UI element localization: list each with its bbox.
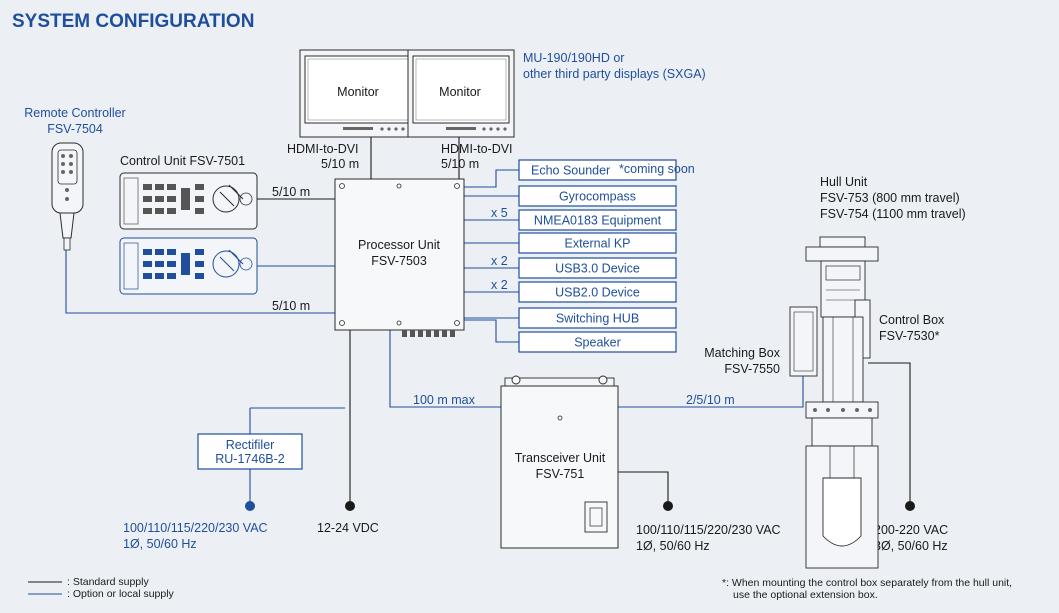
monitor-note-line2: other third party displays (SXGA): [523, 67, 706, 81]
processor-unit: Processor Unit FSV-7503: [334, 178, 465, 337]
peripheral-item: USB2.0 Device x 2: [491, 278, 677, 303]
trx-power-line1: 100/110/115/220/230 VAC: [636, 523, 781, 537]
control-unit-cable-label: 5/10 m: [272, 185, 310, 199]
peripheral-item: Speaker: [518, 331, 677, 353]
matching-box-label-line1: Matching Box: [704, 346, 780, 360]
peripheral-label: External KP: [564, 237, 630, 251]
legend-option-label: : Option or local supply: [67, 588, 175, 600]
remote-label-line2: FSV-7504: [47, 122, 103, 136]
peripheral-list: Echo Sounder *coming soonGyrocompassNMEA0…: [491, 159, 695, 353]
hdmi-right-line1: HDMI-to-DVI: [441, 142, 513, 156]
control-unit-label: Control Unit FSV-7501: [120, 154, 245, 168]
transceiver-unit: Transceiver Unit FSV-751: [500, 375, 619, 549]
monitor-note-line1: MU-190/190HD or: [523, 51, 624, 65]
peripheral-box: [518, 209, 677, 231]
processor-transceiver-cable: [389, 330, 501, 408]
peripheral-label: USB2.0 Device: [555, 286, 640, 300]
control-box-label-line2: FSV-7530*: [879, 329, 940, 343]
hull-power-line1: 200-220 VAC: [874, 523, 948, 537]
peripheral-label: Switching HUB: [556, 312, 639, 326]
hull-power-line2: 3Ø, 50/60 Hz: [874, 539, 948, 553]
rectifier-label-line1: Rectifiler: [226, 438, 275, 452]
hdmi-left-line1: HDMI-to-DVI: [287, 142, 359, 156]
hull-ac-line: [868, 362, 911, 506]
cable-100m-label: 100 m max: [413, 393, 476, 407]
hull-power-dot: [905, 501, 915, 511]
peripheral-box: [518, 159, 677, 181]
peripheral-box: [518, 232, 677, 254]
monitor-2-label: Monitor: [439, 85, 481, 99]
speaker-cable: [464, 319, 519, 343]
peripheral-multiplier: x 2: [491, 278, 508, 292]
rectifier-label-line2: RU-1746B-2: [215, 452, 285, 466]
diagram-title: SYSTEM CONFIGURATION: [12, 11, 254, 32]
hdmi-left-line2: 5/10 m: [321, 157, 359, 171]
transceiver-label-line1: Transceiver Unit: [515, 451, 606, 465]
control-unit-2: [119, 237, 258, 295]
matching-box-label-line2: FSV-7550: [724, 362, 780, 376]
remote-cable: [65, 250, 335, 314]
peripheral-multiplier: x 2: [491, 254, 508, 268]
peripheral-box: [518, 281, 677, 303]
dc-power-label: 12-24 VDC: [317, 521, 379, 535]
peripheral-item: Echo Sounder *coming soon: [518, 159, 695, 181]
remote-cable-label: 5/10 m: [272, 299, 310, 313]
peripheral-label: NMEA0183 Equipment: [534, 214, 662, 228]
remote-controller-icon: [51, 142, 84, 251]
monitor-1: Monitor: [299, 49, 417, 138]
transceiver-matching-cable: [618, 376, 804, 408]
rect-power-line1: 100/110/115/220/230 VAC: [123, 521, 268, 535]
peripheral-box: [518, 185, 677, 207]
hull-label-line1: Hull Unit: [820, 175, 868, 189]
transceiver-ac-line: [614, 471, 669, 506]
hull-unit: [789, 236, 879, 569]
trx-power-line2: 1Ø, 50/60 Hz: [636, 539, 710, 553]
control-unit-1: [119, 172, 258, 230]
monitor-2: Monitor: [407, 49, 515, 138]
transceiver-power-dot: [663, 501, 673, 511]
peripheral-item: Gyrocompass: [518, 185, 677, 207]
dc-power-dot: [345, 501, 355, 511]
peripheral-box: [518, 307, 677, 329]
rectifier-power-dot: [245, 501, 255, 511]
peripheral-label: Speaker: [574, 336, 621, 350]
hull-label-line2: FSV-753 (800 mm travel): [820, 191, 960, 205]
peripheral-item: USB3.0 Device x 2: [491, 254, 677, 279]
peripheral-item: External KP: [518, 232, 677, 254]
monitor-1-label: Monitor: [337, 85, 379, 99]
processor-label-line2: FSV-7503: [371, 254, 427, 268]
peripheral-box: [518, 257, 677, 279]
peripheral-suffix: *coming soon: [619, 162, 695, 176]
peripheral-label: USB3.0 Device: [555, 262, 640, 276]
hull-label-line3: FSV-754 (1100 mm travel): [820, 207, 966, 221]
peripheral-label: Gyrocompass: [559, 190, 636, 204]
control-box-label-line1: Control Box: [879, 313, 945, 327]
peripheral-item: NMEA0183 Equipment x 5: [491, 206, 677, 231]
transceiver-label-line2: FSV-751: [536, 467, 585, 481]
remote-label-line1: Remote Controller: [24, 106, 125, 120]
rectifier-box: Rectifiler RU-1746B-2: [197, 433, 303, 470]
hdmi-right-line2: 5/10 m: [441, 157, 479, 171]
footnote-line1: *: When mounting the control box separat…: [722, 577, 1012, 589]
peripheral-box: [518, 331, 677, 353]
peripheral-label: Echo Sounder: [531, 164, 610, 178]
rect-power-line2: 1Ø, 50/60 Hz: [123, 537, 197, 551]
processor-label-line1: Processor Unit: [358, 238, 440, 252]
legend-standard-label: : Standard supply: [67, 576, 149, 588]
footnote-line2: use the optional extension box.: [733, 589, 878, 601]
peripheral-item: Switching HUB: [518, 307, 677, 329]
peripheral-multiplier: x 5: [491, 206, 508, 220]
echo-sounder-cable: [464, 169, 519, 188]
cable-matching-label: 2/5/10 m: [686, 393, 735, 407]
